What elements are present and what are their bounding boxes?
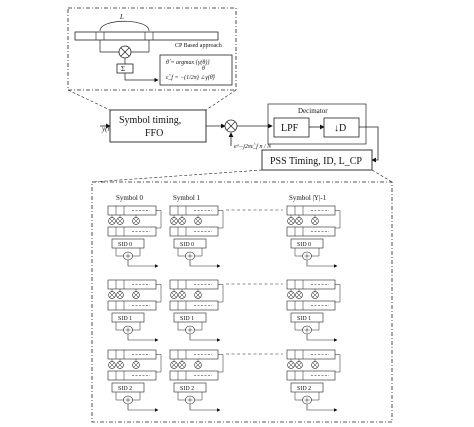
output-arrow xyxy=(189,334,221,342)
frequency-equation: ε̂_f = −(1/2π) ∠γ(θ̂) xyxy=(166,74,216,81)
sid-box xyxy=(111,312,145,323)
cp-approach-panel: L Σ CP Based approach θ̂ = argmax {γ(θ)}… xyxy=(67,7,237,91)
output-arrow xyxy=(189,404,221,412)
lpf-label: LPF xyxy=(281,123,299,134)
output-arrow xyxy=(306,260,338,268)
multiplier-icon xyxy=(118,45,132,59)
symbol-timing-block xyxy=(109,109,207,143)
sid-label: SID 0 xyxy=(118,242,132,248)
decimator-group xyxy=(267,103,367,145)
symbol-header-1: Symbol 1 xyxy=(173,194,201,202)
lpf-block xyxy=(273,117,310,138)
sid-box xyxy=(173,238,207,249)
pss-timing-label: PSS Timing, ID, L_CP xyxy=(270,156,362,167)
theta-subscript: θ xyxy=(202,66,205,72)
summation-block: Σ xyxy=(116,63,134,74)
output-arrow xyxy=(306,404,338,412)
feedback-exponent: e^−j2πε̂_f n / N xyxy=(234,143,272,150)
pss-timing-block xyxy=(261,149,373,171)
sid-label: SID 0 xyxy=(297,242,311,248)
sid-box xyxy=(290,312,324,323)
output-arrow xyxy=(306,334,338,342)
output-arrow xyxy=(189,260,221,268)
processing-chain: y(n) Symbol timing, FFO e^−j2πε̂_f n / N… xyxy=(100,103,379,171)
sid-box xyxy=(290,382,324,393)
sid-label: SID 1 xyxy=(180,316,194,322)
output-arrow xyxy=(127,334,159,342)
length-bracket xyxy=(99,21,150,32)
input-label: y(n) xyxy=(101,125,114,133)
svg-text:Σ: Σ xyxy=(121,65,125,73)
sid-label: SID 1 xyxy=(118,316,132,322)
pss-correlator-panel xyxy=(91,181,393,423)
sample-buffer xyxy=(74,31,219,41)
symbol-header-last: Symbol |Y|-1 xyxy=(289,194,327,202)
downsample-label: ↓D xyxy=(334,123,346,134)
sid-box xyxy=(111,238,145,249)
sid-label: SID 2 xyxy=(118,386,132,392)
sid-box xyxy=(290,238,324,249)
sid-label: SID 2 xyxy=(297,386,311,392)
symbol-timing-label-2: FFO xyxy=(145,128,163,139)
correlator-grid: SID 0 SID 0 SID 0 SID 1 SID 1 SID 1 SID 2 SID 2… xyxy=(107,205,341,412)
sid-label: SID 2 xyxy=(180,386,194,392)
estimator-box xyxy=(159,54,233,86)
sid-box xyxy=(173,312,207,323)
output-arrow xyxy=(127,260,159,268)
downsample-block xyxy=(323,117,360,138)
decimator-label: Decimator xyxy=(298,107,328,115)
sid-label: SID 1 xyxy=(297,316,311,322)
symbol-header-0: Symbol 0 xyxy=(116,194,144,202)
mixer-icon xyxy=(224,119,238,133)
symbol-timing-label-1: Symbol timing, xyxy=(119,115,181,126)
theta-equation: θ̂ = argmax {γ(θ)} xyxy=(166,59,210,66)
length-label: L xyxy=(119,13,124,21)
sid-label: SID 0 xyxy=(180,242,194,248)
output-arrow xyxy=(127,404,159,412)
sid-box xyxy=(173,382,207,393)
approach-title: CP Based approach xyxy=(175,43,222,49)
sid-box xyxy=(111,382,145,393)
